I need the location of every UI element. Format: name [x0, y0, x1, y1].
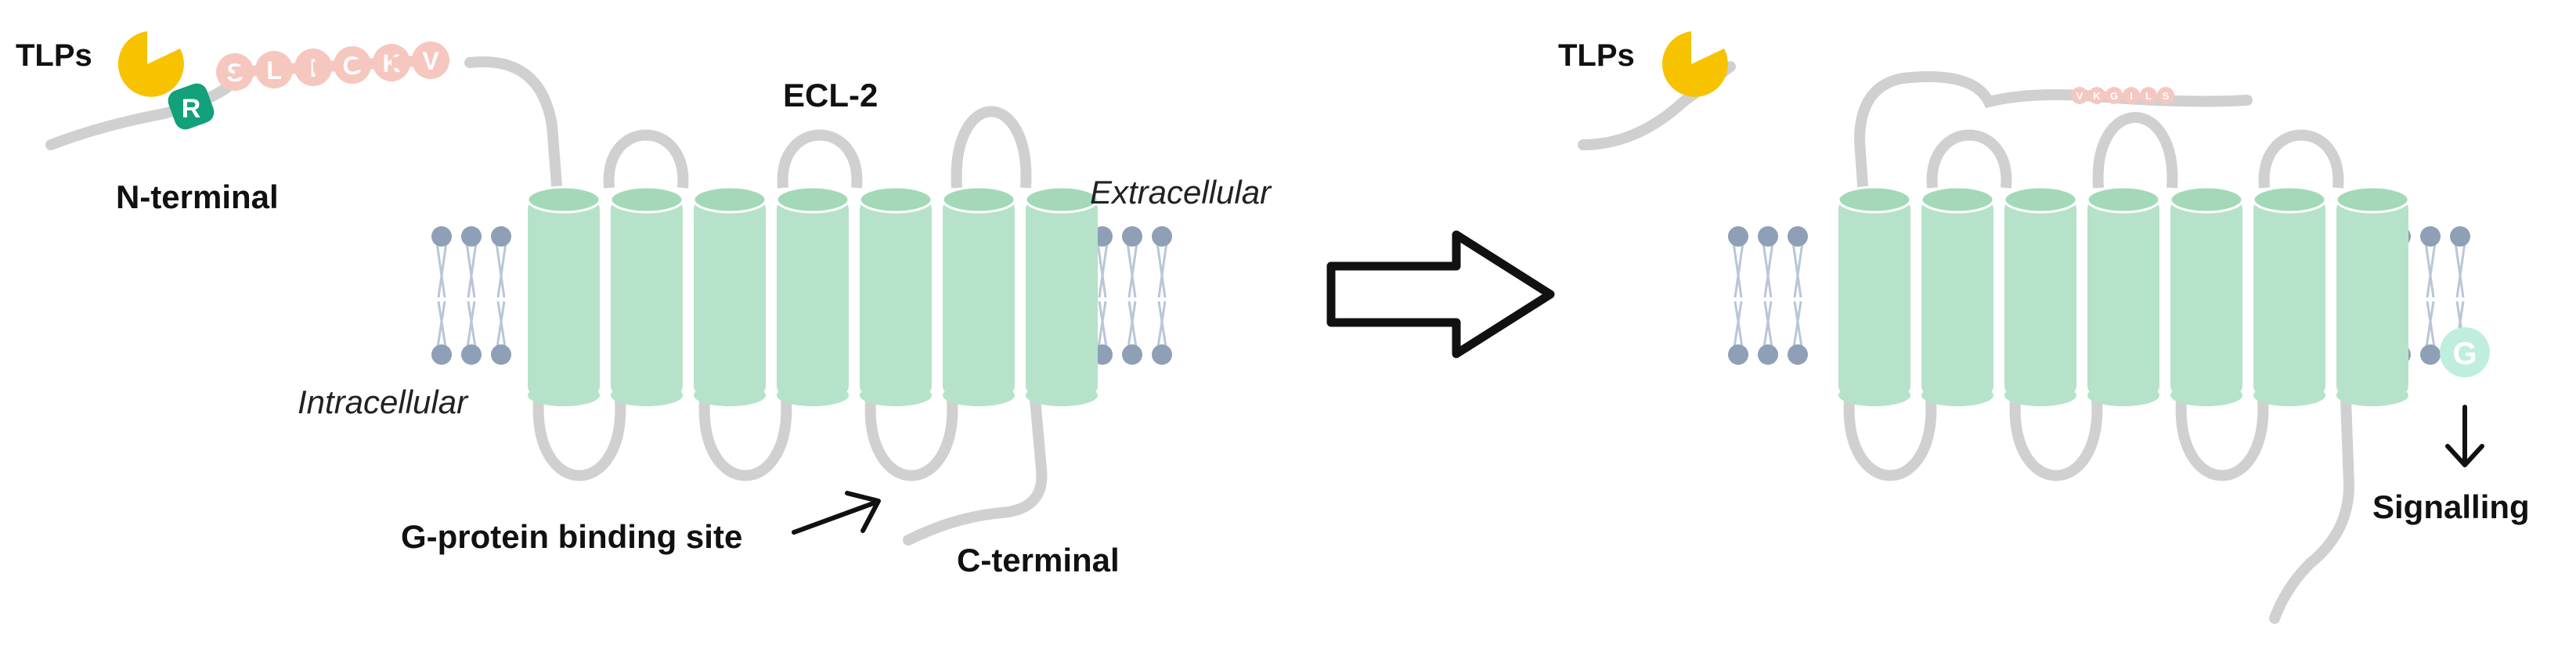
- residue-label: I: [2130, 90, 2133, 102]
- extracellular-loop: [2092, 112, 2178, 189]
- transmembrane-helix: [858, 186, 933, 406]
- intracellular-loop-gprotein-site: [864, 398, 958, 481]
- transmembrane-helix: [1920, 186, 1995, 406]
- intracellular-loop: [2009, 398, 2103, 481]
- extracellular-loop: [2258, 129, 2344, 189]
- cleaved-n-terminal-fragment: [1578, 61, 1736, 150]
- lipid-molecule: [1728, 226, 1748, 365]
- residue-label: L: [266, 56, 282, 85]
- g-protein-icon: [2440, 327, 2490, 377]
- residue-label: K: [382, 49, 400, 77]
- ecl2-label: ECL-2: [783, 77, 878, 114]
- residue-label: I: [310, 54, 317, 82]
- c-terminal-label: C-terminal: [957, 542, 1120, 578]
- peptide-residue: V: [391, 41, 449, 79]
- lipid-molecule: [461, 226, 482, 365]
- residue-label: S: [2163, 90, 2170, 102]
- transmembrane-helix: [526, 186, 601, 406]
- extracellular-loop: [603, 129, 689, 189]
- membrane-lipids-left-a: [431, 226, 511, 365]
- pacman-protease-icon: [1661, 31, 1728, 97]
- g-protein-label: G: [2452, 337, 2477, 371]
- c-terminal-tail: [2269, 394, 2355, 624]
- c-terminal-tail: [903, 394, 1048, 546]
- peptide-residue: S: [216, 53, 254, 91]
- residue-r-icon: R: [168, 83, 215, 130]
- gprotein-site-label: G-protein binding site: [401, 518, 742, 555]
- intracellular-loop: [1843, 398, 1937, 481]
- residue-label: K: [2093, 90, 2101, 102]
- transmembrane-helix: [775, 186, 850, 406]
- diagonal-arrow-icon: [792, 491, 881, 535]
- extracellular-loop: [777, 129, 863, 189]
- transmembrane-helix: [2335, 186, 2410, 406]
- n-terminal-label: N-terminal: [116, 178, 279, 215]
- residue-label: V: [2076, 90, 2084, 102]
- lipid-molecule: [491, 226, 511, 365]
- extracellular-loop: [951, 106, 1032, 189]
- lipid-molecule: [1758, 226, 1778, 365]
- membrane-lipids-left-b: [1092, 226, 1172, 365]
- pacman-protease-icon: [117, 31, 184, 97]
- transmembrane-helix: [692, 186, 767, 406]
- lipid-molecule: [1788, 226, 1808, 365]
- n-terminal-linker: [464, 56, 563, 201]
- tethered-residue: L: [2140, 87, 2157, 104]
- residue-label: V: [422, 47, 439, 75]
- signalling-label: Signalling: [2372, 488, 2530, 525]
- intracellular-label: Intracellular: [298, 384, 469, 420]
- tethered-residue: S: [2157, 87, 2174, 104]
- tlps-label: TLPs: [1558, 38, 1635, 73]
- extracellular-label: Extracellular: [1090, 174, 1272, 211]
- extracellular-loop: [1926, 129, 2012, 189]
- transmembrane-helix: [1024, 186, 1099, 406]
- lipid-molecule: [431, 226, 452, 365]
- transmembrane-helix: [2252, 186, 2327, 406]
- transmembrane-helix: [941, 186, 1016, 406]
- intracellular-loop: [698, 398, 792, 481]
- process-arrow-icon: [1326, 230, 1555, 359]
- tlps-label: TLPs: [16, 38, 92, 73]
- transmembrane-helix: [609, 186, 684, 406]
- transmembrane-helix: [2169, 186, 2244, 406]
- transmembrane-helix: [1837, 186, 1912, 406]
- residue-label: S: [226, 59, 243, 87]
- residue-label: G: [2110, 90, 2118, 102]
- transmembrane-helix: [2003, 186, 2078, 406]
- lipid-molecule: [2420, 226, 2441, 365]
- tethered-residue: G: [2105, 87, 2123, 104]
- transmembrane-helix: [2086, 186, 2161, 406]
- tethered-residue: I: [2123, 87, 2140, 104]
- lipid-molecule: [1152, 226, 1172, 365]
- tethered-residue: K: [2088, 87, 2105, 104]
- residue-label: L: [2145, 90, 2152, 102]
- tethered-residue: V: [2071, 87, 2088, 104]
- intracellular-loop: [2175, 398, 2269, 481]
- down-arrow-icon: [2445, 405, 2484, 467]
- peptide-residue: L: [234, 51, 293, 88]
- tethered-n-terminal: [1853, 71, 2253, 201]
- intracellular-loop: [532, 398, 626, 481]
- extracellular-loop: [875, 135, 949, 189]
- residue-label: R: [182, 94, 201, 124]
- lipid-molecule: [1122, 226, 1142, 365]
